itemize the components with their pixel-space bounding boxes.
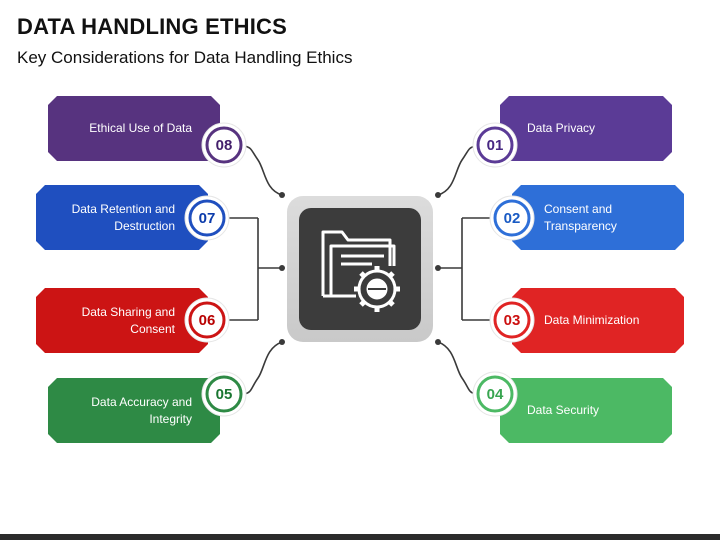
item-tile-07 [36,185,208,250]
badge-number: 04 [486,385,504,403]
tile-layer [36,96,684,443]
connector-04 [437,341,476,395]
connector-dot [279,265,285,271]
connector-05 [244,341,283,395]
item-tile-01 [500,96,672,161]
item-tile-02 [512,185,684,250]
connector-dot [279,339,285,345]
page-title: DATA HANDLING ETHICS [17,14,288,39]
number-badge-05 [201,371,247,417]
item-tile-06 [36,288,208,353]
badge-number: 01 [486,136,504,154]
item-tile-03 [512,288,684,353]
badge-number: 07 [198,209,216,227]
folder-gear-icon [321,230,400,312]
item-label-06: Data Sharing and Consent [81,304,175,336]
connector-dot [435,192,441,198]
number-badge-08 [201,122,247,168]
badge-number: 02 [503,209,521,227]
item-label-03: Data Minimization [544,313,640,327]
item-label-01: Data Privacy [527,121,596,135]
number-badge-02 [489,195,535,241]
connector-lines [228,145,492,395]
center-hub [287,196,433,342]
item-tile-05 [48,378,220,443]
hub-inner [299,208,421,330]
badge-layer [184,122,535,417]
item-tile-08 [48,96,220,161]
number-badge-04 [472,371,518,417]
item-label-08: Ethical Use of Data [89,121,192,135]
connector-07-06 [228,217,282,321]
connector-dots [279,192,441,345]
footer-bar [0,534,720,540]
number-badge-03 [489,297,535,343]
connector-dot [435,265,441,271]
badge-number: 03 [503,311,521,329]
connector-08 [244,145,283,196]
item-label-07: Data Retention and Destruction [71,201,175,233]
connector-02-03 [438,217,492,321]
item-tile-04 [500,378,672,443]
connector-dot [279,192,285,198]
page-subtitle: Key Considerations for Data Handling Eth… [17,48,353,67]
badge-number: 08 [215,136,233,154]
number-badge-06 [184,297,230,343]
number-badge-01 [472,122,518,168]
item-label-04: Data Security [527,403,600,417]
connector-01 [437,145,476,196]
item-label-05: Data Accuracy and Integrity [91,394,192,426]
connector-dot [435,339,441,345]
badge-number: 06 [198,311,216,329]
item-label-02: Consent and Transparency [544,201,617,233]
badge-number: 05 [215,385,233,403]
number-badge-07 [184,195,230,241]
